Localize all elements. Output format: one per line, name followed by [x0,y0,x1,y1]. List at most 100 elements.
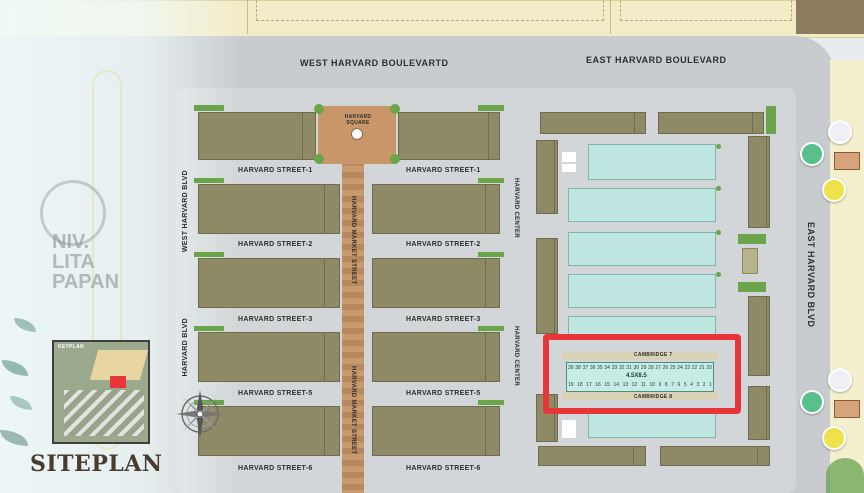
stall-number: 15 [604,382,610,388]
hedge [390,154,400,164]
building-row [398,112,500,160]
shop-icon[interactable] [800,390,824,414]
hedge [738,234,766,244]
stall-number: 2 [702,382,706,388]
hedge [716,186,721,191]
stall-number: 26 [662,365,669,371]
street-label: HARVARD STREET-6 [238,465,313,472]
stall-number: 32 [618,365,625,371]
tricycle-icon[interactable] [822,426,846,450]
road-label-harvard-center: HARVARD CENTER [513,178,519,238]
stall-number: 1 [709,382,712,388]
stall-number: 6 [677,382,681,388]
harvard-market-walkway [342,160,364,493]
hedge [194,400,224,405]
stall-number: 18 [577,382,583,388]
stall-number: 28 [648,365,654,371]
tricycle-icon[interactable] [822,178,846,202]
watermark-text: NIV. LITA PAPAN [52,232,119,292]
stall-number: 4 [690,382,693,388]
location-pin-icon[interactable] [828,120,852,144]
street-label: HARVARD STREET-5 [406,390,481,397]
keyplan-selected-lot [110,376,126,388]
street-label: HARVARD STREET-6 [406,465,481,472]
road-label-west-harvard-blvd: WEST HARVARD BLVD [182,170,189,253]
stall-number: 33 [611,365,618,371]
building-row [372,258,500,308]
keyplan-rows [64,390,144,436]
stall-number: 38 [575,365,581,371]
keyplan-label: KEYPLAN [58,344,84,350]
stall-number: 27 [655,365,661,371]
road-label-east-harvard-blvd: EAST HARVARD BLVD [806,222,816,328]
stall-number: 39 [568,365,574,371]
stall-block [588,410,716,438]
stall-number: 30 [633,365,640,371]
compass-rose-icon [176,390,224,438]
unit-size-label: 4.5X8.5 [626,373,647,379]
street-label: HARVARD STREET-3 [406,316,481,323]
kiosk [562,164,576,172]
road-label-east-harvard-boulevard: EAST HARVARD BOULEVARD [586,55,727,65]
stall-number: 29 [640,365,647,371]
hedge [390,104,400,114]
street-label: HARVARD STREET-5 [238,390,313,397]
cambridge-8-label: CAMBRIDGE 8 [634,394,673,400]
cambridge-7-label: CAMBRIDGE 7 [634,352,673,358]
stall-number: 20 [706,365,712,371]
building-column [536,238,558,334]
stall-number: 17 [586,382,592,388]
university-logo-watermark [40,180,106,246]
building-row [660,446,770,466]
stall-number: 37 [582,365,589,371]
hedge [194,105,224,111]
hedge [478,252,504,257]
stall-number: 3 [696,382,700,388]
northern-lot-dashed [620,0,792,21]
stall-number: 12 [631,382,638,388]
stall-number: 31 [626,365,632,371]
street-label: HARVARD STREET-2 [238,241,313,248]
stall-number: 11 [640,382,646,388]
hedge [716,230,721,235]
hedge [194,178,224,183]
road-label-harvard-blvd: HARVARD BLVD [182,318,189,377]
building-row [198,184,340,234]
stall-number: 8 [664,382,668,388]
building-row [658,112,764,134]
left-lot-outline [92,70,122,450]
hedge [194,252,224,257]
watermark-line: LITA [52,251,95,273]
stall-number: 13 [622,382,629,388]
building-column [748,136,770,228]
stall-number: 24 [677,365,683,371]
hedge [478,326,504,331]
hedge [766,106,776,134]
building-row [372,332,500,382]
hedge [314,104,324,114]
building-column [748,296,770,376]
hedge [478,400,504,405]
road-label-harvard-market-street: HARVARD MARKET STREET [350,196,356,285]
location-pin-icon[interactable] [828,368,852,392]
fountain-icon [351,128,363,140]
building-column [748,386,770,440]
hedge [314,154,324,164]
stall-number: 16 [595,382,601,388]
stall-number: 10 [649,382,656,388]
building-row [198,258,340,308]
stall-block [568,188,716,222]
watermark-line: PAPAN [52,271,120,293]
road-label-harvard-market-street: HARVARD MARKET STREET [350,366,356,455]
road-label-west-harvard-boulevard: WEST HARVARD BOULEVARTD [300,58,449,68]
shop-icon[interactable] [800,142,824,166]
street-label: HARVARD STREET-1 [238,167,313,174]
street-label: HARVARD STREET-2 [406,241,481,248]
stall-block [568,232,716,266]
selected-unit-highlight[interactable] [543,334,741,414]
stall-number: 14 [613,382,620,388]
siteplan-title: SITEPLAN [30,451,163,477]
